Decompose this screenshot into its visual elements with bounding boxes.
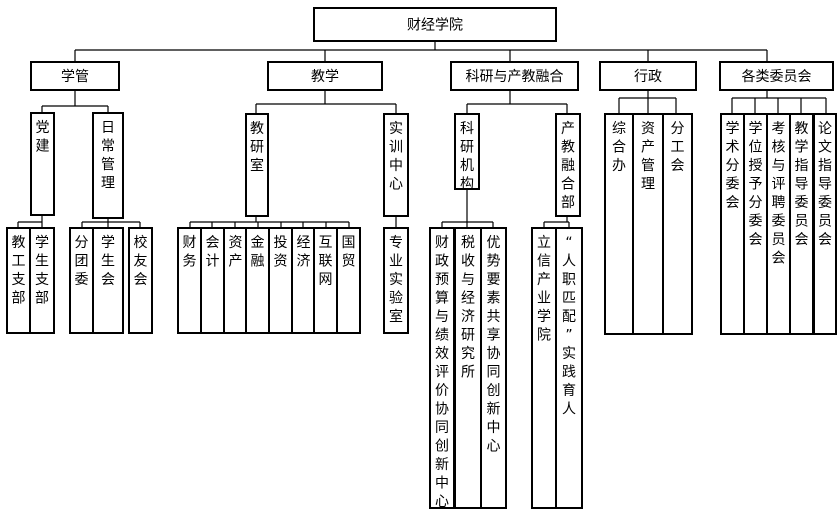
node-jigou-child-1-label: 税收与经济研究所 [461,235,475,381]
node-dangjian-label: 党建 [36,120,50,155]
branch-xueguan: 学管 [30,61,120,91]
node-jiaoyanshi-child-5-label: 经济 [297,235,311,270]
node-jigou-child-0: 财政预算与绩效评价协同创新中心 [429,227,455,510]
node-xingzheng-child-2-label: 分工会 [671,121,685,174]
branch-weiyuanhui-label: 各类委员会 [742,69,812,85]
node-jiaoyanshi-child-6-label: 互联网 [319,235,333,288]
node-richang-label: 日常管理 [101,120,115,192]
node-weiyuanhui-child-2: 考核与评聘委员会 [766,113,791,335]
node-weiyuanhui-child-1: 学位授予分委会 [743,113,768,335]
node-xingzheng-child-1: 资产管理 [632,113,664,335]
node-jigou-child-1: 税收与经济研究所 [454,227,482,509]
branch-jiaoxue: 教学 [267,61,383,91]
node-keyan-jigou: 科研机构 [454,113,480,193]
node-chanjiao-child-1: “人职匹配”实践育人 [555,227,583,509]
node-jiaoyanshi-child-7-label: 国贸 [342,235,356,270]
node-shixun-label: 实训中心 [389,121,403,193]
node-weiyuanhui-child-3: 教学指导委员会 [789,113,814,335]
node-jiaoyanshi-label: 教研室 [250,121,264,174]
node-keyan-jigou-label: 科研机构 [460,121,474,193]
node-shixun-child-0-label: 专业实验室 [389,235,403,325]
node-dangjian-child-0: 教工支部 [6,227,31,334]
node-jiaoyanshi-child-5: 经济 [291,227,316,334]
node-xingzheng-child-0-label: 综合办 [612,121,626,174]
node-jiaoyanshi-child-0-label: 财务 [183,235,197,270]
node-jiaoyanshi-child-2: 资产 [223,227,248,334]
node-weiyuanhui-child-2-label: 考核与评聘委员会 [772,121,786,267]
node-jiaoyanshi: 教研室 [245,113,269,217]
branch-jiaoxue-label: 教学 [311,69,339,85]
node-richang-child-1: 学生会 [92,227,124,334]
branch-keyan-label: 科研与产教融合 [466,69,564,85]
node-richang-child-0-label: 分团委 [75,235,89,288]
node-chanjiao-child-0-label: 立信产业学院 [537,235,551,344]
connector-lines [17,41,827,228]
branch-xueguan-label: 学管 [61,69,89,85]
node-richang-child-0: 分团委 [69,227,94,334]
node-chanjiao: 产教融合部 [555,113,581,217]
node-jiaoyanshi-child-3: 金融 [245,227,270,334]
node-dangjian: 党建 [30,112,55,216]
node-chanjiao-label: 产教融合部 [561,121,575,211]
node-richang-child-2: 校友会 [128,227,153,334]
node-jiaoyanshi-child-7: 国贸 [336,227,361,334]
node-xingzheng-child-0: 综合办 [604,113,634,335]
node-xingzheng-child-1-label: 资产管理 [641,121,655,193]
branch-keyan: 科研与产教融合 [450,61,579,91]
branch-weiyuanhui: 各类委员会 [719,61,834,91]
node-dangjian-child-1: 学生支部 [29,227,55,334]
branch-xingzheng-label: 行政 [634,69,662,85]
node-jiaoyanshi-child-4-label: 投资 [274,235,288,270]
node-weiyuanhui-child-0-label: 学术分委会 [726,121,740,211]
root-node-label: 财经学院 [407,18,463,34]
branch-xingzheng: 行政 [599,61,697,91]
node-xingzheng-child-2: 分工会 [662,113,693,335]
node-jigou-child-2-label: 优势要素共享协同创新中心 [487,235,501,455]
node-chanjiao-child-0: 立信产业学院 [531,227,557,509]
node-dangjian-child-1-label: 学生支部 [35,235,49,307]
node-jiaoyanshi-child-2-label: 资产 [229,235,243,270]
node-shixun-child-0: 专业实验室 [383,227,409,334]
node-richang-child-2-label: 校友会 [134,234,148,288]
node-weiyuanhui-child-1-label: 学位授予分委会 [749,121,763,248]
node-dangjian-child-0-label: 教工支部 [12,235,26,307]
node-jigou-child-2: 优势要素共享协同创新中心 [480,227,507,509]
node-jiaoyanshi-child-6: 互联网 [313,227,338,334]
node-jiaoyanshi-child-1-label: 会计 [206,235,220,270]
node-weiyuanhui-child-0: 学术分委会 [720,113,745,335]
node-weiyuanhui-child-3-label: 教学指导委员会 [795,121,809,248]
node-weiyuanhui-child-4: 论文指导委员会 [813,113,837,335]
node-jiaoyanshi-child-3-label: 金融 [251,235,265,270]
node-boxes: 财经学院学管教学科研与产教融合行政各类委员会党建日常管理教工支部学生支部分团委学… [6,7,837,510]
node-jiaoyanshi-child-4: 投资 [268,227,293,334]
node-jiaoyanshi-child-1: 会计 [200,227,225,334]
node-richang-child-1-label: 学生会 [101,235,115,288]
node-richang: 日常管理 [92,112,124,219]
node-chanjiao-child-1-label: “人职匹配”实践育人 [562,235,576,418]
node-weiyuanhui-child-4-label: 论文指导委员会 [818,121,832,248]
root-node: 财经学院 [313,7,557,42]
node-jiaoyanshi-child-0: 财务 [177,227,202,334]
node-shixun: 实训中心 [383,113,409,217]
node-jigou-child-0-label: 财政预算与绩效评价协同创新中心 [435,235,449,510]
